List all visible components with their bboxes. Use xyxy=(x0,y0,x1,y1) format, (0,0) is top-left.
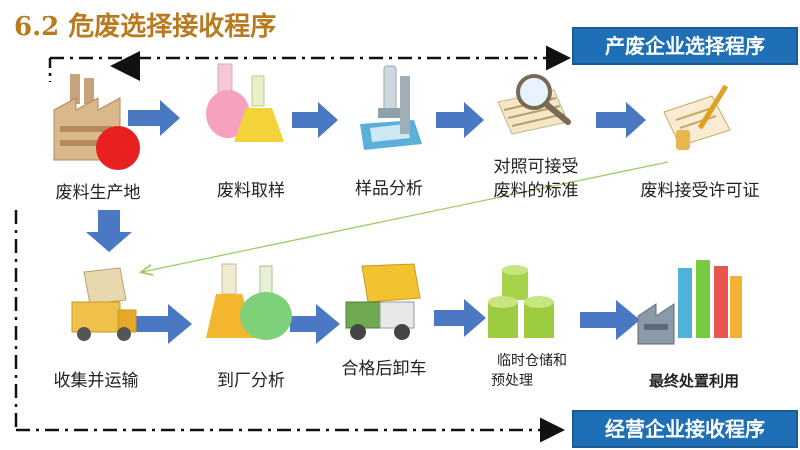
truck-icon xyxy=(71,267,137,341)
storage-tanks-icon xyxy=(488,265,554,338)
magnifier-document-icon xyxy=(497,74,571,135)
return-line xyxy=(142,161,669,272)
factory-icon xyxy=(53,74,140,170)
top-boundary-line xyxy=(48,45,571,82)
step-label-compare-standard-line2: 废料的标准 xyxy=(493,181,579,201)
step-label-arrival-analysis: 到厂分析 xyxy=(217,371,285,391)
step-label-unload-after-qualified: 合格后卸车 xyxy=(341,359,427,379)
dump-truck-icon xyxy=(345,263,421,340)
flow-arrows-bottom xyxy=(130,299,640,344)
disposal-plant-icon xyxy=(637,260,742,345)
step-label-sample-analysis: 样品分析 xyxy=(355,179,423,199)
step-label-final-disposal: 最终处置利用 xyxy=(648,372,739,390)
lab-flask-icon xyxy=(206,263,292,340)
flask-icon xyxy=(206,63,284,142)
step-label-waste-generation-site: 废料生产地 xyxy=(55,183,141,203)
step-label-waste-sampling: 废料取样 xyxy=(217,181,285,201)
step-label-temp-storage-line1: 临时仓储和 xyxy=(497,353,567,369)
step-label-acceptance-permit: 废料接受许可证 xyxy=(640,181,760,201)
banner-operator-procedure: 经营企业接收程序 xyxy=(572,410,798,448)
page-title: 6.2 危废选择接收程序 xyxy=(14,12,277,42)
banner-generator-procedure: 产废企业选择程序 xyxy=(572,27,798,65)
step-label-compare-standard-line1: 对照可接受 xyxy=(493,157,579,177)
flow-arrows-top xyxy=(86,100,646,252)
step-label-collect-transport: 收集并运输 xyxy=(53,371,139,391)
certificate-icon xyxy=(663,84,731,150)
microscope-icon xyxy=(360,65,422,150)
step-label-temp-storage-line2: 预处理 xyxy=(491,373,533,389)
bottom-boundary-line xyxy=(14,210,565,443)
